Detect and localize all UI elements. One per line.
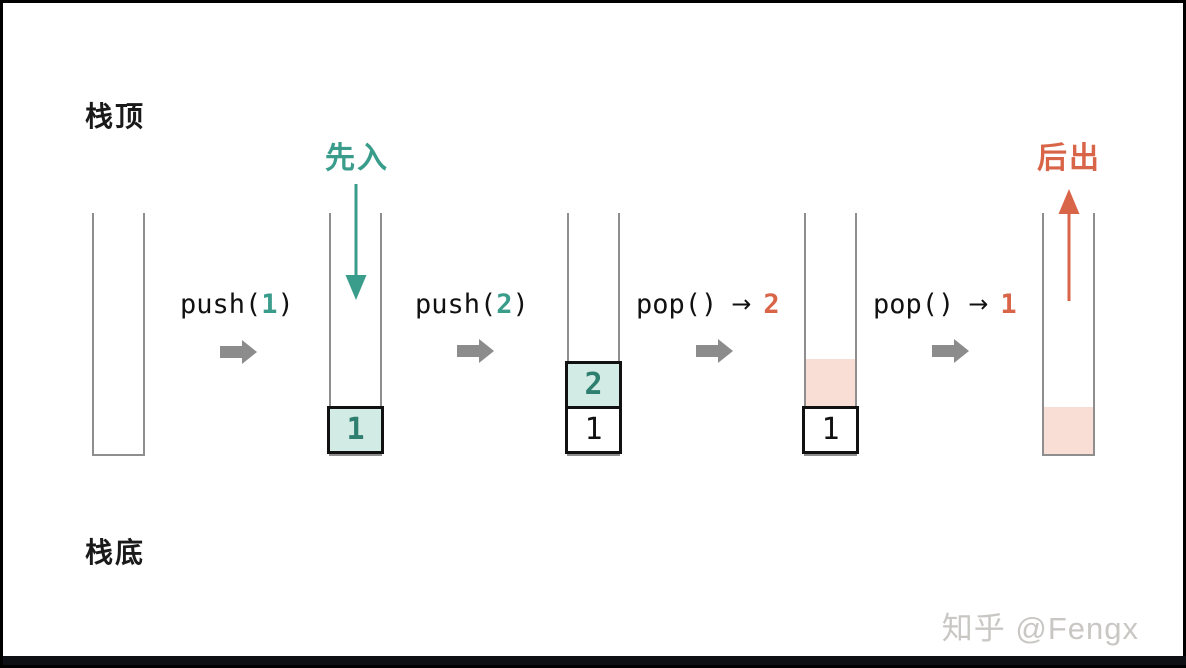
op-text: ) <box>512 288 529 320</box>
stack-bottom-label: 栈底 <box>85 537 146 568</box>
bottom-bar <box>3 656 1186 665</box>
first-in-down-arrow-icon <box>345 184 367 300</box>
stack-cell: 1 <box>565 406 622 454</box>
step-arrow-icon <box>932 345 954 357</box>
first-in-label: 先入 <box>325 142 389 175</box>
step-arrow-icon <box>696 345 718 357</box>
last-out-label: 后出 <box>1037 142 1101 175</box>
stack-after-pop-1 <box>1042 213 1095 456</box>
result-arrow-icon: → <box>731 290 752 318</box>
op-value: 2 <box>496 288 513 320</box>
operation-push-1: push(1) <box>180 287 294 321</box>
op-text: ) <box>277 288 294 320</box>
operation-pop-1: pop() → 1 <box>873 287 1017 321</box>
op-text: pop() <box>636 288 718 320</box>
result-arrow-icon: → <box>968 290 989 318</box>
last-out-up-arrow-icon <box>1058 189 1080 301</box>
stack-top-label: 栈顶 <box>85 101 146 132</box>
step-arrow-icon <box>457 345 479 357</box>
stack-after-push-1: 1 <box>327 213 384 456</box>
watermark: 知乎 @Fengx <box>941 611 1139 646</box>
stack-cell: 1 <box>327 406 384 454</box>
op-text: push( <box>415 288 497 320</box>
stack-initial <box>92 213 145 456</box>
op-value: 1 <box>261 288 278 320</box>
popped-cell-ghost <box>806 359 855 406</box>
op-value: 2 <box>763 288 780 320</box>
stack-cell: 2 <box>565 361 622 409</box>
op-value: 1 <box>1000 288 1017 320</box>
operation-push-2: push(2) <box>415 287 529 321</box>
stack-cell: 1 <box>802 406 859 454</box>
stack-after-pop-2: 1 <box>802 213 859 456</box>
operation-pop-2: pop() → 2 <box>636 287 780 321</box>
step-arrow-icon <box>220 346 242 358</box>
op-text: pop() <box>873 288 955 320</box>
op-text: push( <box>180 288 262 320</box>
stack-after-push-2: 2 1 <box>565 213 622 456</box>
popped-cell-ghost <box>1044 407 1093 454</box>
